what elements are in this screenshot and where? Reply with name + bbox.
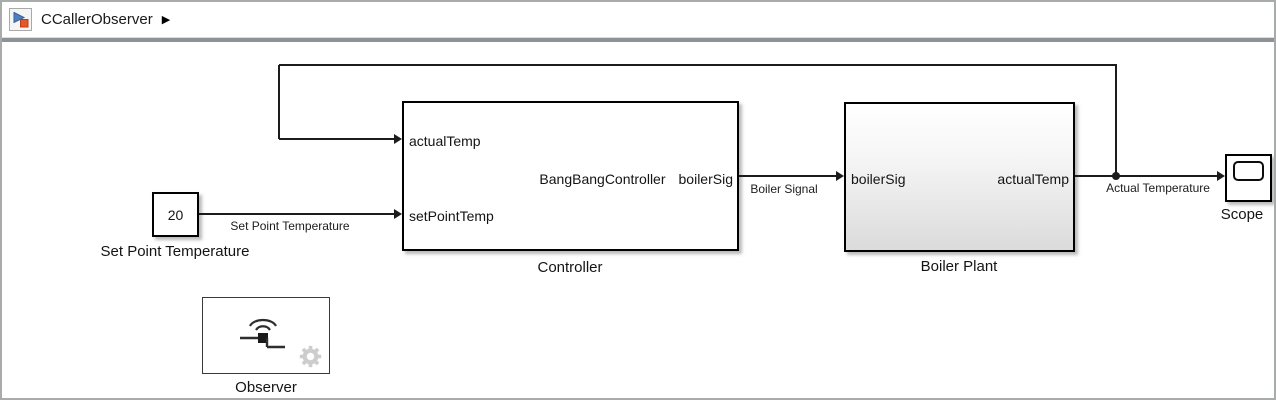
wire-feedback-top[interactable] — [279, 64, 1117, 66]
signal-label-set-point[interactable]: Set Point Temperature — [230, 219, 350, 233]
controller-inport-setpointtemp: setPointTemp — [409, 208, 494, 224]
branch-point-dot — [1112, 172, 1120, 180]
wire-feedback-into-controller[interactable] — [279, 138, 395, 140]
observer-block[interactable] — [202, 297, 330, 374]
wire-feedback-vertical-right[interactable] — [1115, 65, 1117, 176]
model-icon-glyph — [13, 11, 29, 28]
arrowhead-icon — [394, 134, 402, 144]
signal-label-boiler-signal[interactable]: Boiler Signal — [750, 182, 818, 196]
titlebar-separator — [2, 37, 1274, 42]
wire-set-point[interactable] — [199, 213, 395, 215]
controller-block-label[interactable]: Controller — [537, 259, 603, 276]
signal-label-actual-temperature[interactable]: Actual Temperature — [1106, 181, 1210, 195]
scope-block[interactable] — [1225, 154, 1272, 202]
wire-boiler-signal[interactable] — [739, 175, 838, 177]
boiler-plant-block[interactable]: boilerSig actualTemp — [844, 102, 1075, 252]
boiler-inport-boilersig: boilerSig — [851, 171, 906, 187]
controller-inport-actualtemp: actualTemp — [409, 133, 481, 149]
wire-actual-temperature[interactable] — [1075, 175, 1219, 177]
arrowhead-icon — [836, 171, 844, 181]
observer-block-label[interactable]: Observer — [235, 379, 297, 396]
breadcrumb[interactable]: CCallerObserver — [41, 11, 153, 28]
controller-block[interactable]: actualTemp setPointTemp BangBangControll… — [402, 101, 739, 251]
boiler-outport-actualtemp: actualTemp — [997, 171, 1069, 187]
gear-badge-icon[interactable] — [297, 343, 324, 370]
constant-block-set-point[interactable]: 20 — [152, 192, 199, 237]
controller-function-name: BangBangController — [539, 171, 666, 187]
breadcrumb-bar: CCallerObserver ▶ — [2, 2, 1274, 37]
scope-block-label[interactable]: Scope — [1220, 206, 1264, 223]
scope-screen-icon — [1233, 161, 1264, 181]
arrowhead-icon — [394, 209, 402, 219]
observer-probe-icon — [240, 318, 285, 349]
controller-outport-boilersig: boilerSig — [678, 171, 733, 187]
constant-block-label[interactable]: Set Point Temperature — [100, 243, 250, 260]
breadcrumb-arrow-icon[interactable]: ▶ — [161, 14, 171, 26]
boiler-plant-block-label[interactable]: Boiler Plant — [920, 258, 998, 275]
simulink-model-icon[interactable] — [9, 8, 32, 31]
constant-value: 20 — [167, 206, 184, 223]
wire-feedback-vertical-left[interactable] — [278, 65, 280, 139]
arrowhead-icon — [1217, 171, 1225, 181]
